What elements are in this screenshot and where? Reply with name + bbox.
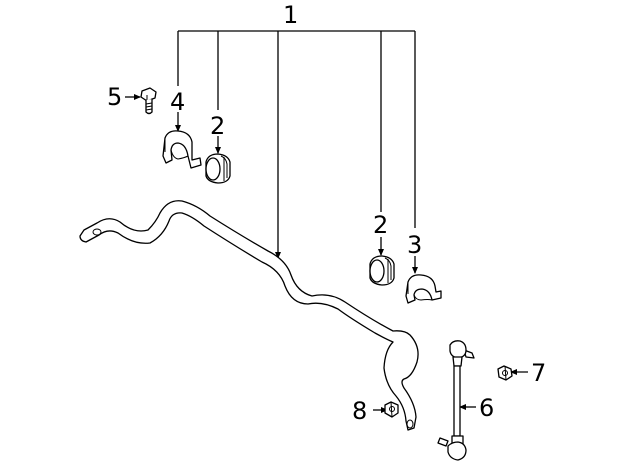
bushing-part-2-left [205,153,231,184]
clamp-bracket-part-4 [162,130,202,169]
callout-3: 3 [407,231,422,259]
bolt-part-5 [140,87,157,115]
stabilizer-link-part-6 [437,340,475,461]
clamp-bracket-part-3 [405,274,442,304]
bushing-part-2-right [369,255,395,286]
callout-6: 6 [479,394,494,422]
callout-1-leader-bracket [177,30,416,259]
callout-1: 1 [283,1,298,29]
callout-2-left: 2 [210,112,225,140]
nut-part-8 [384,401,399,418]
callout-4: 4 [170,88,185,116]
stabilizer-bar [79,200,419,431]
callout-2-right: 2 [373,211,388,239]
callout-8: 8 [352,397,367,425]
nut-part-7 [497,365,513,381]
callout-7: 7 [531,359,546,387]
callout-5: 5 [107,83,122,111]
